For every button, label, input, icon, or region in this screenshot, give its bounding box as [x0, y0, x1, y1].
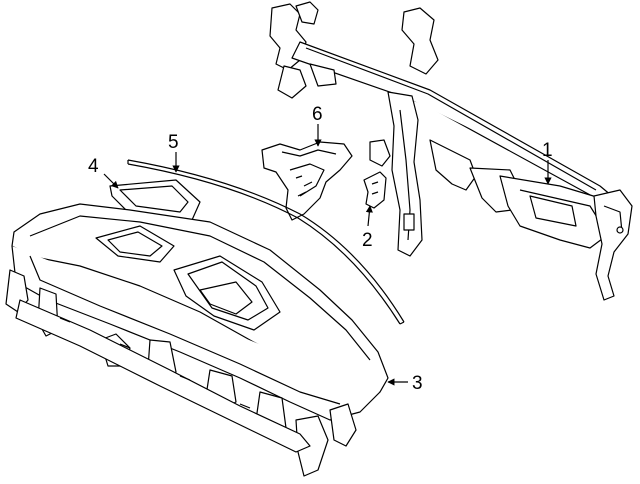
small-bracket [363, 171, 387, 209]
callout-1: 1 [542, 140, 553, 161]
callout-4: 4 [88, 156, 99, 177]
leader-4 [103, 173, 119, 189]
leader-2 [365, 205, 373, 227]
leader-lines [103, 124, 552, 386]
instrument-panel [5, 203, 389, 477]
callout-2: 2 [362, 230, 373, 251]
center-support-bracket [261, 141, 353, 221]
reinforcement-beam [269, 1, 633, 301]
callout-3: 3 [412, 373, 423, 394]
molding-strip [127, 159, 405, 325]
callout-6: 6 [312, 104, 323, 125]
callout-labels: 1 2 3 4 5 6 [88, 104, 553, 394]
callout-5: 5 [168, 132, 179, 153]
